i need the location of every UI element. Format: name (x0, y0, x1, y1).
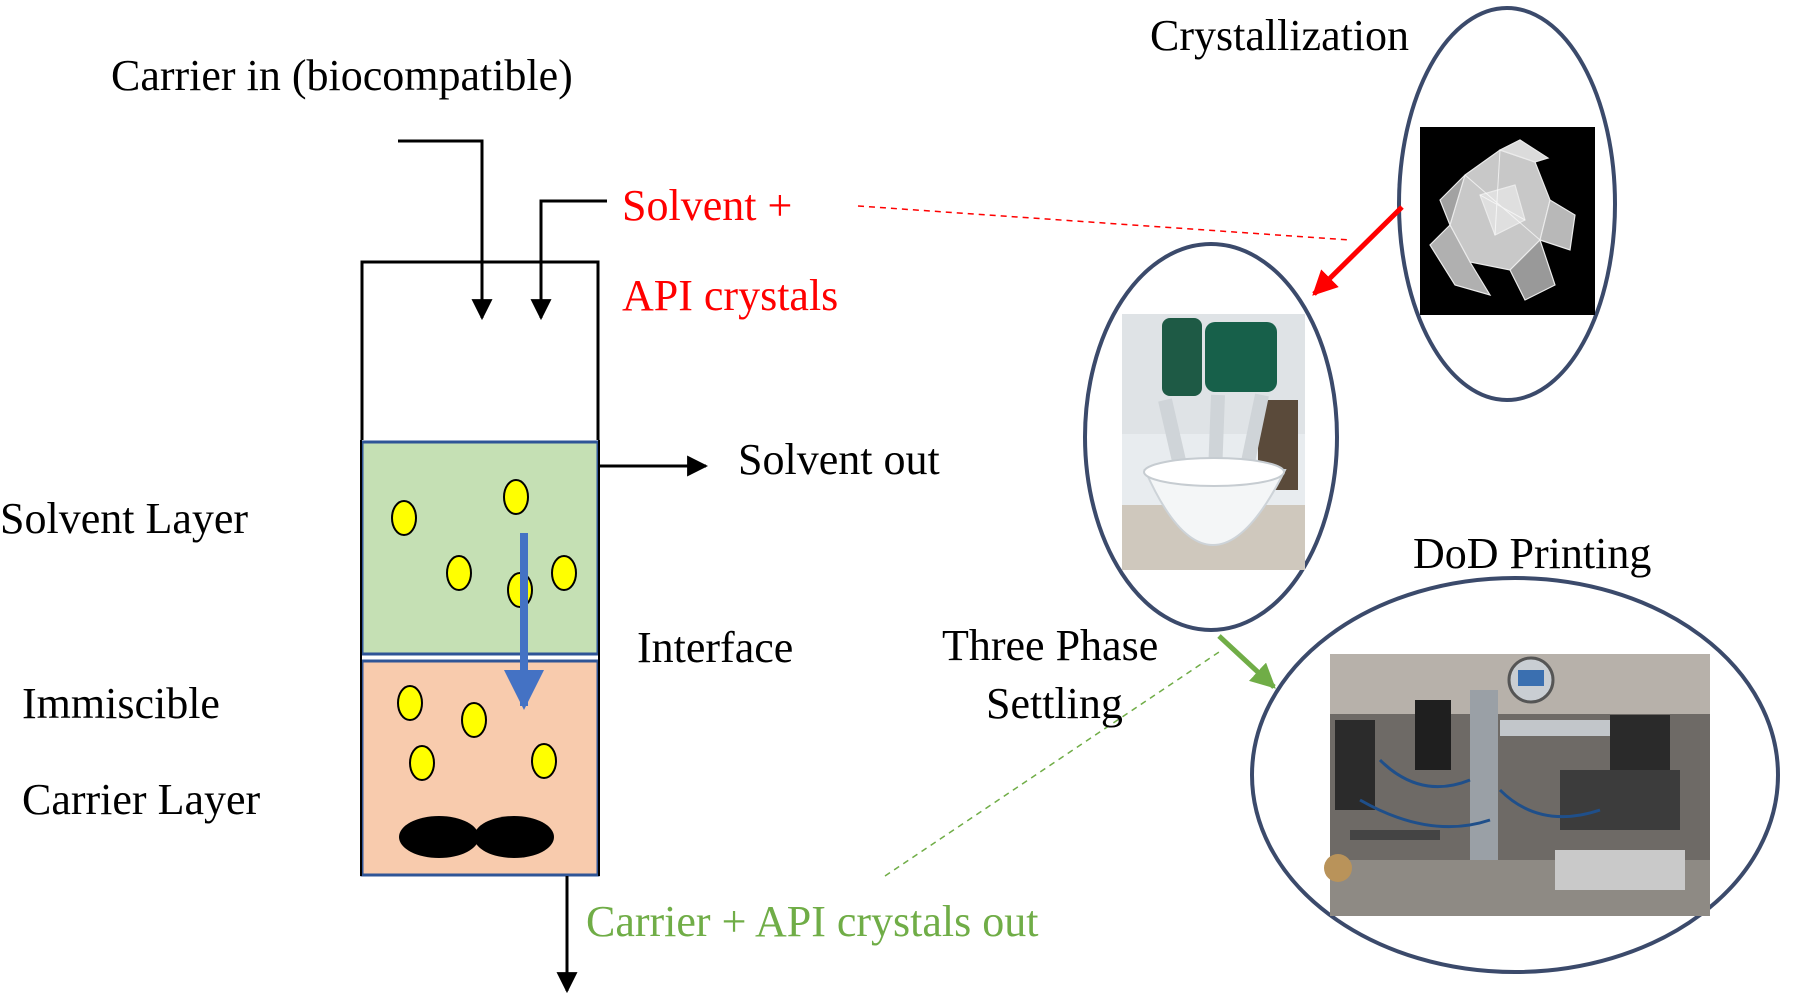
red-dashed-connector (857, 205, 1351, 241)
crystal-particle (461, 702, 487, 738)
carrier-layer-label: Carrier Layer (22, 775, 261, 824)
settler-panel (1083, 242, 1339, 632)
api-crystals-label: API crystals (622, 271, 838, 320)
crystal-particle (397, 685, 423, 721)
solvent-out-label: Solvent out (738, 435, 940, 484)
interface-label: Interface (637, 623, 793, 672)
solvent-inlet-arrow (530, 199, 607, 321)
settled-crystal (399, 816, 479, 858)
immiscible-label: Immiscible (22, 679, 220, 728)
three-phase-label: Three Phase (942, 621, 1158, 670)
crystal-particle (446, 555, 472, 591)
settler-to-printer-arrow (1217, 634, 1276, 689)
crystal-photo-icon (1420, 127, 1595, 315)
crystallization-label: Crystallization (1150, 11, 1409, 60)
vessel-upper-wall (360, 260, 600, 440)
dod-printing-label: DoD Printing (1413, 529, 1651, 578)
crystal-particle (551, 555, 577, 591)
dod-printer-photo-icon (1324, 654, 1710, 916)
carrier-api-out-label: Carrier + API crystals out (586, 897, 1039, 946)
three-phase-settler-photo-icon (1122, 314, 1305, 570)
carrier-in-label: Carrier in (biocompatible) (111, 51, 573, 100)
solvent-plus-label: Solvent + (622, 181, 792, 230)
printer-panel (1250, 576, 1780, 974)
crystallization-panel (1397, 6, 1617, 402)
settled-crystal (474, 816, 554, 858)
crystal-particle (531, 743, 557, 779)
crystallization-to-settler-arrow (1312, 205, 1404, 296)
solvent-layer (360, 440, 600, 656)
settling-label: Settling (986, 679, 1123, 728)
crystal-particle (391, 500, 417, 536)
crystal-particle (409, 745, 435, 781)
green-dashed-connector (884, 649, 1223, 877)
carrier-inlet-arrow (398, 139, 493, 321)
solvent-layer-label: Solvent Layer (0, 494, 248, 543)
carrier-crystals (397, 685, 557, 781)
settled-crystals (399, 816, 554, 858)
crystal-particle (503, 479, 529, 515)
